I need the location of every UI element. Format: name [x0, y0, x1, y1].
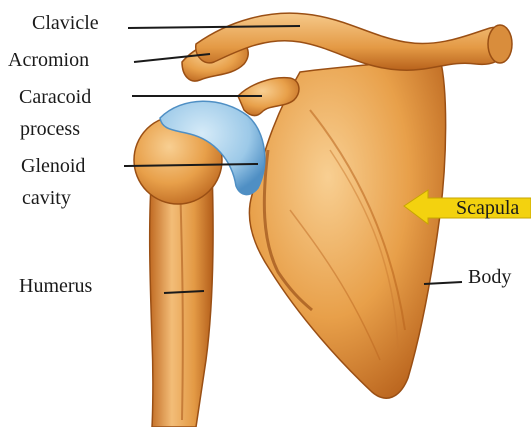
label-glenoid-line1: Glenoid: [21, 155, 85, 177]
label-coracoid-line2: process: [20, 118, 80, 140]
label-glenoid-line2: cavity: [22, 187, 71, 209]
label-body: Body: [468, 266, 511, 288]
label-scapula: Scapula: [456, 197, 519, 219]
scapula-shape: [249, 58, 445, 398]
clavicle-end: [488, 25, 512, 63]
label-acromion: Acromion: [8, 49, 89, 71]
label-coracoid-line1: Caracoid: [19, 86, 91, 108]
label-clavicle: Clavicle: [32, 12, 99, 34]
label-humerus: Humerus: [19, 275, 92, 297]
